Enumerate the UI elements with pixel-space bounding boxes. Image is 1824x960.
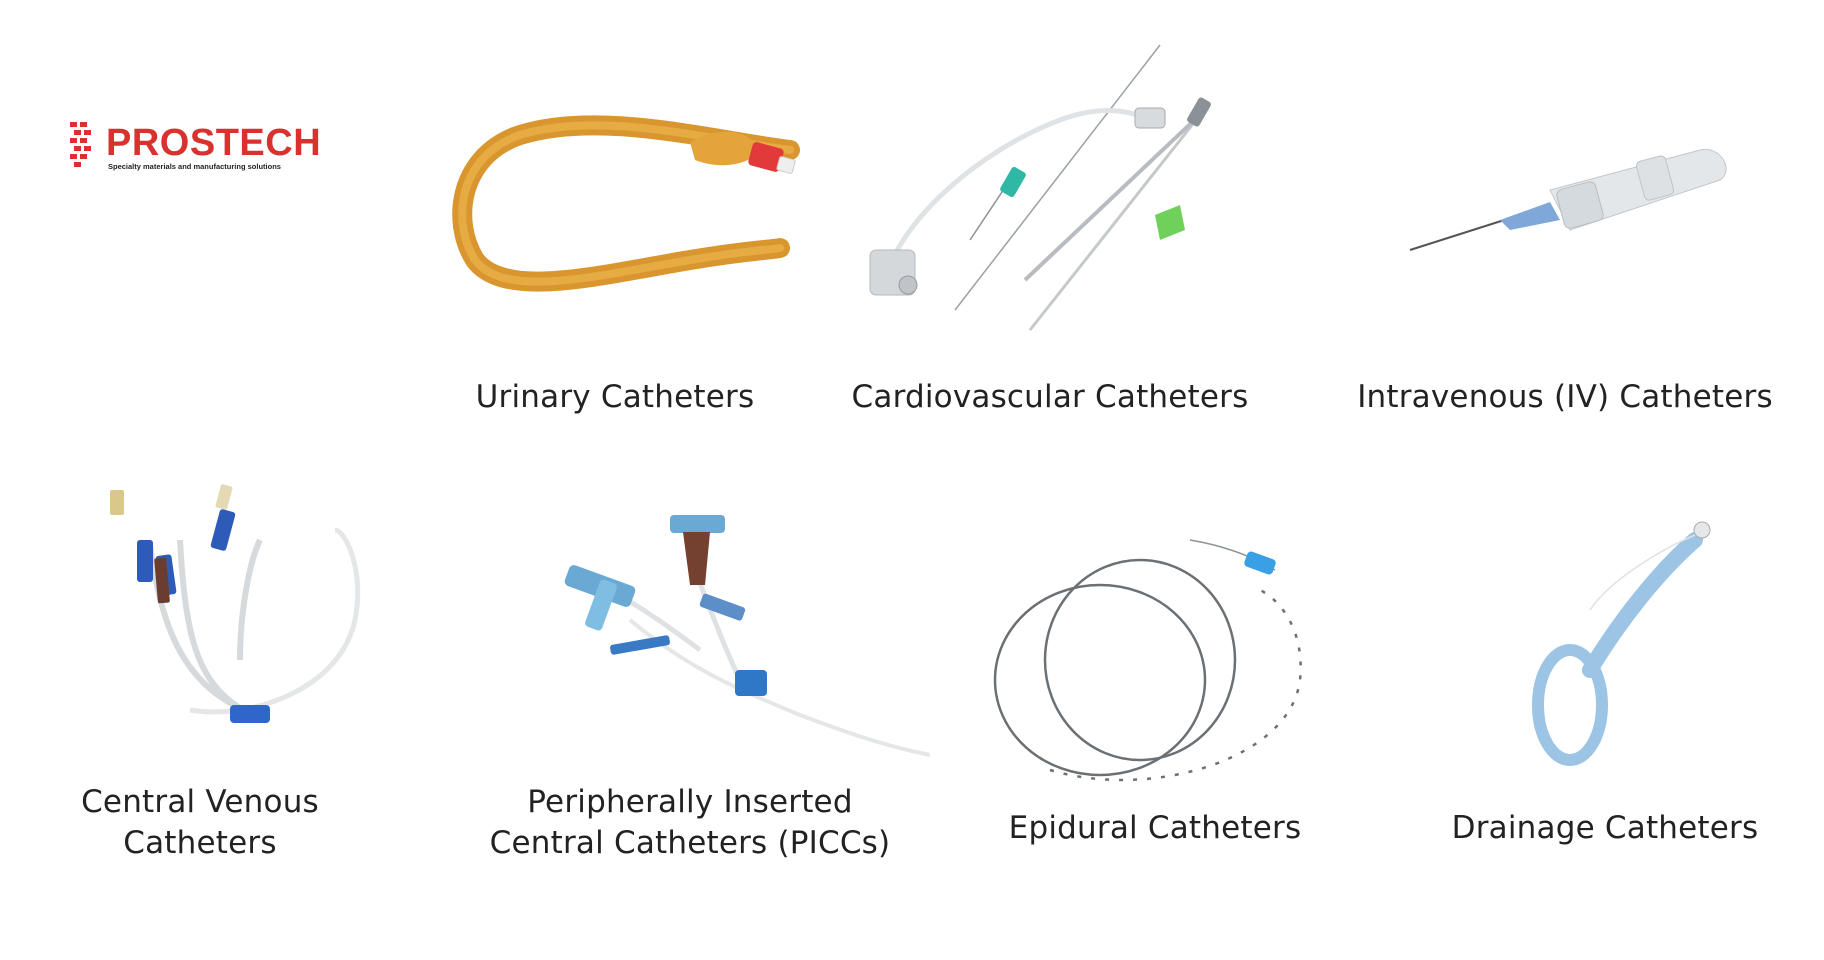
urinary-catheter-image [452, 115, 800, 292]
logo-wordmark: PROSTECH [106, 122, 322, 164]
cardiovascular-catheter-image [869, 44, 1211, 331]
epidural-catheter-image [993, 539, 1302, 782]
picc-catheter-image [564, 515, 931, 757]
product-label-epidural: Epidural Catheters [1008, 810, 1302, 846]
brand-logo: PROSTECH Specialty materials and manufac… [68, 118, 321, 178]
product-label-urinary: Urinary Catheters [475, 379, 755, 415]
product-label-drainage: Drainage Catheters [1451, 810, 1759, 846]
product-label-central-venous: Central Venous Catheters [81, 784, 319, 861]
drainage-catheter-image [1532, 521, 1711, 766]
product-label-cardiovascular: Cardiovascular Catheters [851, 379, 1249, 415]
product-label-iv: Intravenous (IV) Catheters [1357, 379, 1773, 415]
product-label-picc: Peripherally Inserted Central Catheters … [489, 784, 891, 861]
logo-tagline: Specialty materials and manufacturing so… [108, 162, 281, 171]
iv-catheter-image [1409, 148, 1727, 251]
logo-mark-icon [70, 122, 91, 167]
central-venous-catheter-image [110, 484, 361, 723]
